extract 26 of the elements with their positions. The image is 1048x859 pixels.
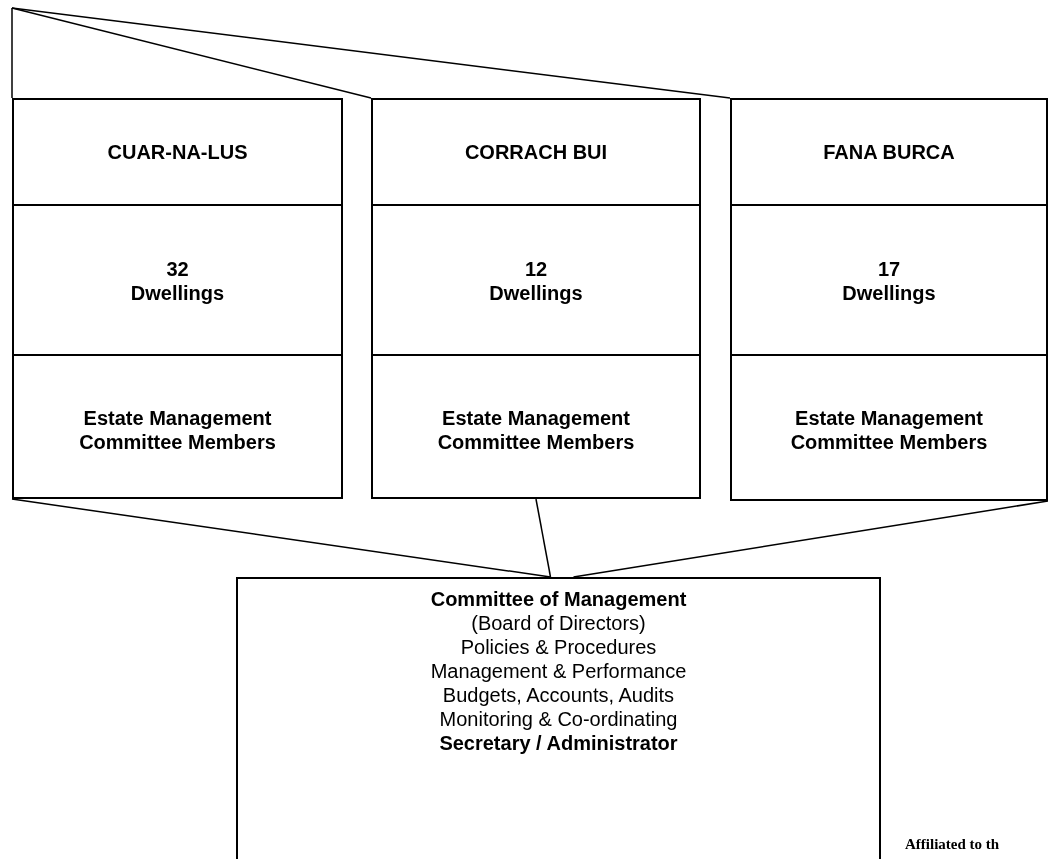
committee-text: Estate Management Committee Members (78, 405, 277, 454)
committee-text: Estate Management Committee Members (789, 405, 989, 454)
place-name: FANA BURCA (823, 140, 955, 164)
responsibility-text: (Board of Directors) (471, 611, 646, 635)
dwelling-count: 32 Dwellings (129, 257, 226, 305)
responsibility-text: Policies & Procedures (460, 635, 657, 659)
connector-line (535, 498, 552, 578)
estate-column-box (12, 98, 343, 499)
place-name: CORRACH BUI (464, 140, 608, 164)
estate-column-box (371, 98, 701, 499)
dwelling-count: 12 Dwellings (488, 257, 584, 305)
responsibility-text: Monitoring & Co-ordinating (439, 707, 678, 731)
role-title: Secretary / Administrator (439, 731, 678, 755)
place-name: CUAR-NA-LUS (107, 140, 248, 164)
dwelling-count: 17 Dwellings (841, 257, 937, 305)
connector-line (11, 7, 13, 99)
committee-heading: Committee of Management (430, 587, 687, 611)
responsibility-text: Budgets, Accounts, Audits (442, 683, 675, 707)
estate-column-box (730, 98, 1048, 501)
responsibility-text: Management & Performance (430, 659, 687, 683)
connector-line (572, 500, 1048, 578)
connector-line (11, 498, 552, 578)
management-box (236, 577, 881, 859)
note-text: Affiliated to th (905, 836, 1000, 853)
connector-line (11, 7, 731, 99)
committee-text: Estate Management Committee Members (436, 405, 636, 454)
